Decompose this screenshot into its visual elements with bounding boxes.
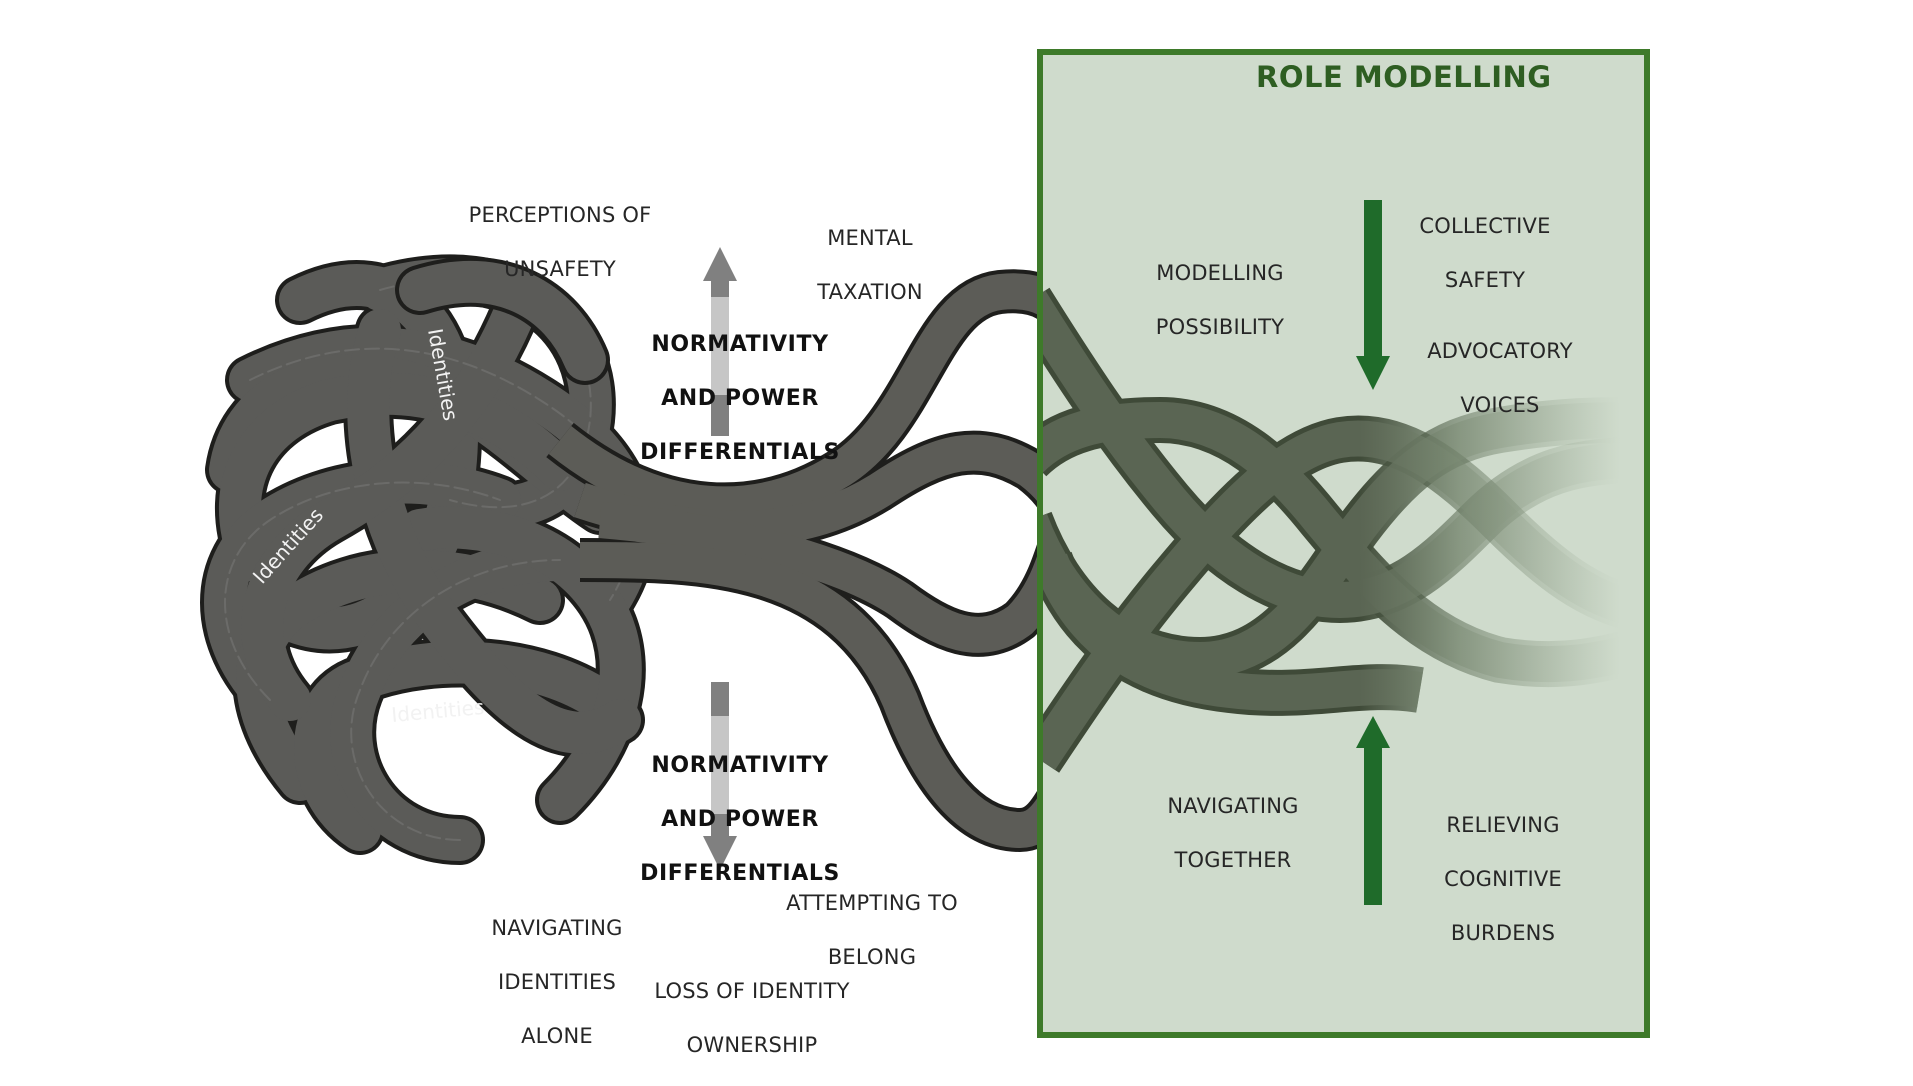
label-line: MENTAL: [827, 226, 913, 250]
label-line: TOGETHER: [1174, 848, 1292, 872]
label-line: SAFETY: [1444, 268, 1526, 292]
label-relieving-cognitive-burdens: RELIEVING COGNITIVE BURDENS: [1413, 785, 1593, 974]
label-navigating-identities-alone: NAVIGATING IDENTITIES ALONE: [467, 888, 647, 1077]
label-line: UNSAFETY: [504, 257, 616, 281]
label-line: LOSS OF IDENTITY: [654, 979, 850, 1003]
label-line: AND POWER: [661, 807, 819, 832]
label-line: MODELLING: [1156, 261, 1284, 285]
braid: [1043, 287, 1644, 773]
label-line: OWNERSHIP: [686, 1033, 818, 1057]
label-line: POSSIBILITY: [1155, 315, 1285, 339]
label-navigating-together: NAVIGATING TOGETHER: [1143, 766, 1323, 901]
label-line: DIFFERENTIALS: [640, 861, 840, 886]
label-line: COGNITIVE: [1444, 867, 1562, 891]
label-line: NORMATIVITY: [651, 332, 829, 357]
label-modelling-possibility: MODELLING POSSIBILITY: [1130, 233, 1310, 368]
label-line: BELONG: [827, 945, 917, 969]
label-line: BURDENS: [1450, 921, 1556, 945]
label-attempting-to-belong: ATTEMPTING TO BELONG: [772, 863, 972, 998]
label-line: NAVIGATING: [491, 916, 623, 940]
green-down-arrow: [1356, 200, 1390, 390]
label-loss-of-identity-ownership: LOSS OF IDENTITY OWNERSHIP: [642, 951, 862, 1086]
role-modelling-panel-border: [1037, 49, 1650, 1038]
label-line: COLLECTIVE: [1419, 214, 1551, 238]
label-line: VOICES: [1460, 393, 1540, 417]
label-normativity-bottom: NORMATIVITY AND POWER DIFFERENTIALS: [620, 725, 860, 914]
green-up-arrow: [1356, 716, 1390, 905]
label-normativity-top: NORMATIVITY AND POWER DIFFERENTIALS: [620, 304, 860, 493]
label-perceptions-of-unsafety: PERCEPTIONS OF UNSAFETY: [440, 175, 680, 310]
normativity-up-arrow: [703, 247, 737, 436]
label-line: TAXATION: [817, 280, 923, 304]
normativity-down-arrow: [703, 682, 737, 870]
label-line: AND POWER: [661, 386, 819, 411]
label-line: NAVIGATING: [1167, 794, 1299, 818]
label-line: DIFFERENTIALS: [640, 440, 840, 465]
label-line: RELIEVING: [1446, 813, 1560, 837]
identity-knot: [200, 254, 658, 865]
label-advocatory-voices: ADVOCATORY VOICES: [1410, 311, 1590, 446]
label-line: ALONE: [521, 1024, 593, 1048]
role-modelling-title: ROLE MODELLING: [1256, 60, 1552, 94]
label-line: ATTEMPTING TO: [786, 891, 958, 915]
label-collective-safety: COLLECTIVE SAFETY: [1400, 186, 1570, 321]
label-line: PERCEPTIONS OF: [468, 203, 652, 227]
identities-label-3: Identities: [390, 695, 485, 727]
label-line: IDENTITIES: [498, 970, 616, 994]
label-line: ADVOCATORY: [1427, 339, 1573, 363]
ropes-to-panel: [546, 269, 1043, 853]
label-line: NORMATIVITY: [651, 753, 829, 778]
label-mental-taxation: MENTAL TAXATION: [790, 198, 950, 333]
